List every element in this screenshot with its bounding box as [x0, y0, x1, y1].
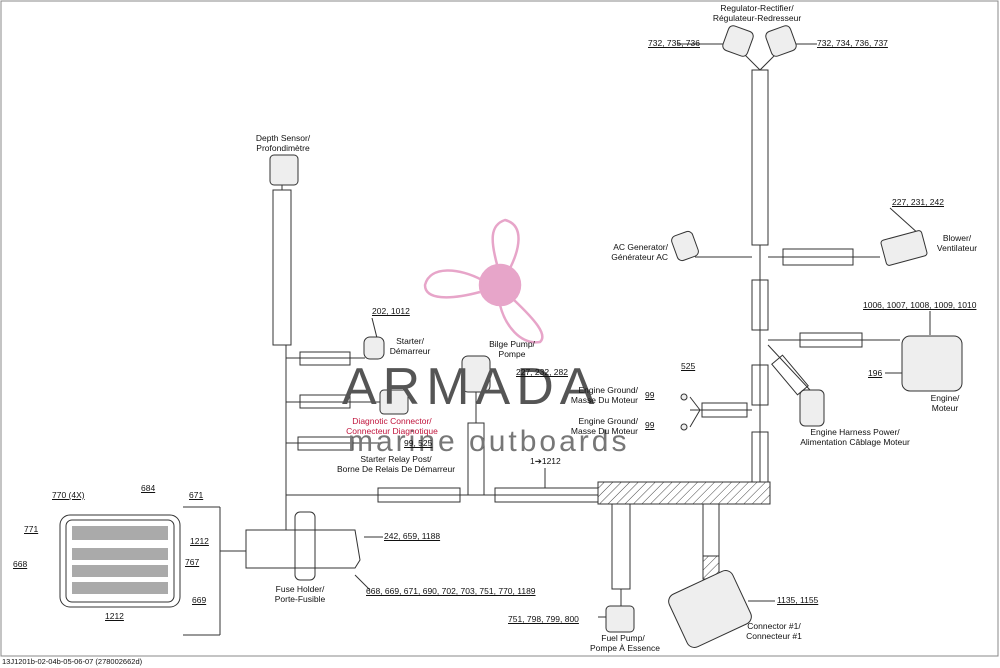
engine-name: Engine/ — [930, 393, 960, 403]
regulator-name: Regulator-Rectifier/ — [720, 3, 794, 13]
ref-684: 684 — [141, 483, 156, 493]
harness-power-icon — [799, 389, 825, 427]
watermark-brand: ARMADA — [342, 358, 601, 416]
connector1-label: Connector #1/ Connecteur #1 — [740, 621, 808, 641]
footer-code: 13J1201b-02-04b-05-06-07 (278002662d) — [2, 657, 143, 666]
engine-ground-1-refs: 99 — [645, 390, 655, 400]
starter-icon — [363, 336, 385, 360]
ac-generator-label: AC Generator/ Générateur AC — [600, 242, 668, 262]
blower-icon — [880, 230, 928, 266]
connector1-refs: 1135, 1155 — [777, 595, 819, 605]
harness-power-label: Engine Harness Power/ Alimentation Câbla… — [790, 427, 920, 447]
ref-771: 771 — [24, 524, 39, 534]
ac-generator-name-fr: Générateur AC — [611, 251, 668, 262]
engine-side-ref: 196 — [868, 368, 883, 378]
ac-generator-icon — [671, 230, 699, 262]
regulator-label: Regulator-Rectifier/ Régulateur-Redresse… — [712, 3, 802, 23]
fuel-pump-name-fr: Pompe À Essence — [590, 642, 660, 653]
ground-lug-icon-2 — [680, 423, 688, 431]
diagnostic-connector-icon — [379, 389, 409, 415]
engine-icon — [901, 335, 963, 392]
ground-top-ref: 525 — [681, 361, 696, 371]
fuel-pump-name: Fuel Pump/ — [601, 633, 645, 643]
ref-669: 669 — [192, 595, 207, 605]
starter-relay-name: Starter Relay Post/ — [360, 454, 432, 464]
watermark-tagline: marine outboards — [348, 425, 630, 458]
ref-1212: 1212 — [190, 536, 209, 546]
ref-767: 767 — [185, 557, 200, 567]
starter-relay-name-fr: Borne De Relais De Démarreur — [336, 463, 456, 474]
blower-label: Blower/ Ventilateur — [932, 233, 982, 253]
bilge-pump-refs: 227, 232, 282 — [516, 367, 568, 377]
ref-668: 668 — [13, 559, 28, 569]
starter-name-fr: Démarreur — [389, 345, 431, 356]
diagnostic-connector-label: Diagnotic Connector/ Connecteur Diagnoti… — [342, 416, 442, 436]
harness-power-name-fr: Alimentation Câblage Moteur — [800, 436, 910, 447]
fuse-holder-name-fr: Porte-Fusible — [274, 593, 326, 604]
depth-sensor-label: Depth Sensor/ Profondimètre — [248, 133, 318, 153]
ac-generator-name: AC Generator/ — [613, 242, 668, 252]
bilge-pump-icon — [461, 355, 491, 393]
engine-ground-1-name: Engine Ground/ — [578, 385, 638, 395]
engine-ground-2-label: Engine Ground/ Masse Du Moteur — [566, 416, 638, 436]
regulator-right-icon — [765, 25, 797, 57]
engine-ground-2-refs: 99 — [645, 420, 655, 430]
starter-relay-refs: 99, 525 — [404, 438, 433, 448]
diagnostic-connector-name-fr: Connecteur Diagnotique — [346, 425, 438, 436]
connector1-name: Connector #1/ — [747, 621, 801, 631]
fuse-holder-name: Fuse Holder/ — [275, 584, 325, 594]
engine-ground-1-label: Engine Ground/ Masse Du Moteur — [566, 385, 638, 405]
engine-refs: 1006, 1007, 1008, 1009, 1010 — [863, 300, 977, 310]
bilge-pump-name: Bilge Pump/ — [489, 339, 535, 349]
engine-ground-2-name: Engine Ground/ — [578, 416, 638, 426]
engine-label: Engine/ Moteur — [920, 393, 970, 413]
blower-refs: 227, 231, 242 — [892, 197, 944, 207]
connector1-name-fr: Connecteur #1 — [746, 630, 802, 641]
fuel-pump-refs: 751, 798, 799, 800 — [508, 614, 579, 624]
watermark-logo — [423, 218, 544, 344]
regulator-name-fr: Régulateur-Redresseur — [712, 12, 802, 23]
regulator-right-refs: 732, 734, 736, 737 — [817, 38, 888, 48]
fuse-holder-top-refs: 242, 659, 1188 — [384, 531, 441, 541]
depth-sensor-name: Depth Sensor/ — [255, 133, 311, 143]
blower-name: Blower/ — [942, 233, 972, 243]
branch-note: 1➔1212 — [530, 456, 561, 466]
bilge-pump-label: Bilge Pump/ Pompe — [482, 339, 542, 359]
starter-name: Starter/ — [396, 336, 424, 346]
regulator-left-icon — [722, 25, 754, 57]
ref-770: 770 (4X) — [52, 490, 85, 500]
ref-1212-bottom: 1212 — [105, 611, 124, 621]
starter-relay-label: Starter Relay Post/ Borne De Relais De D… — [326, 454, 466, 474]
engine-ground-1-name-fr: Masse Du Moteur — [570, 394, 638, 405]
starter-label: Starter/ Démarreur — [384, 336, 436, 356]
connector1-icon — [668, 570, 752, 648]
starter-refs: 202, 1012 — [372, 306, 410, 316]
engine-name-fr: Moteur — [931, 402, 959, 413]
fuse-holder-label: Fuse Holder/ Porte-Fusible — [266, 584, 334, 604]
ref-671: 671 — [189, 490, 204, 500]
bilge-pump-name-fr: Pompe — [498, 348, 526, 359]
depth-sensor-icon — [269, 154, 299, 186]
ground-lug-icon-1 — [680, 393, 688, 401]
engine-ground-2-name-fr: Masse Du Moteur — [570, 425, 638, 436]
blower-name-fr: Ventilateur — [936, 242, 978, 253]
depth-sensor-name-fr: Profondimètre — [256, 142, 310, 153]
diagnostic-connector-name: Diagnotic Connector/ — [352, 416, 432, 426]
fuse-holder-bottom-refs: 668, 669, 671, 690, 702, 703, 751, 770, … — [366, 586, 536, 596]
harness-power-name: Engine Harness Power/ — [810, 427, 900, 437]
fuel-pump-label: Fuel Pump/ Pompe À Essence — [590, 633, 660, 653]
fuel-pump-icon — [605, 605, 635, 633]
regulator-left-refs: 732, 735, 736 — [648, 38, 700, 48]
